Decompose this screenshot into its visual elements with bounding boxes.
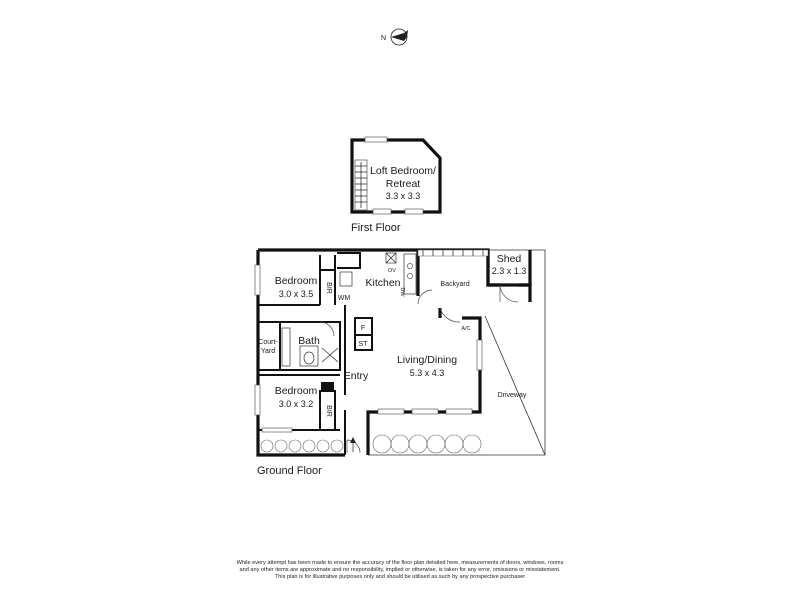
disclaimer-line: and any other items are approximate and … [239,567,561,574]
ground-floor-caption: Ground Floor [257,465,322,477]
bedroom1-dims: 3.0 x 3.5 [279,289,314,299]
living-dims: 5.3 x 4.3 [410,368,445,378]
disclaimer: While every attempt has been made to ens… [150,560,650,582]
loft-room-name-line2: Retreat [386,178,421,190]
stairs-icon [354,159,368,211]
shed-name: Shed [497,253,522,265]
entry-name: Entry [344,370,369,382]
fridge-label: F [361,325,365,332]
ac-label: A/C [461,326,470,332]
kitchen-name: Kitchen [365,277,400,289]
bedroom1-name: Bedroom [275,275,318,287]
compass-label: N [381,35,386,42]
storage-label: ST [359,341,369,348]
first-floor-caption: First Floor [351,222,401,234]
dishwasher-label: DW [399,287,405,297]
oven-label: OV [388,268,396,274]
washing-machine-label: WM [338,295,351,302]
living-name: Living/Dining [397,354,457,366]
driveway-name: Driveway [498,392,527,399]
hedge-front-icon [260,439,344,453]
bedroom2-name: Bedroom [275,385,318,397]
hedge-garden-icon [372,434,482,454]
north-arrow-icon [390,28,408,46]
ground-floor-plan [254,248,546,457]
first-floor-plan [350,136,442,215]
loft-room-name-line1: Loft Bedroom/ [370,165,436,177]
bir-top-label: BIR [325,282,332,294]
courtyard-label-line2: Yard [261,348,275,355]
bir-bottom-label: BIR [325,405,332,417]
disclaimer-line: This plan is for illustrative purposes o… [274,574,526,581]
bedroom2-dims: 3.0 x 3.2 [279,399,314,409]
bath-name: Bath [298,335,320,347]
loft-room-dims: 3.3 x 3.3 [386,191,421,201]
disclaimer-line: While every attempt has been made to ens… [236,560,564,566]
courtyard-label-line1: Court- [258,339,278,346]
shed-dims: 2.3 x 1.3 [492,266,527,276]
backyard-name: Backyard [440,281,469,288]
